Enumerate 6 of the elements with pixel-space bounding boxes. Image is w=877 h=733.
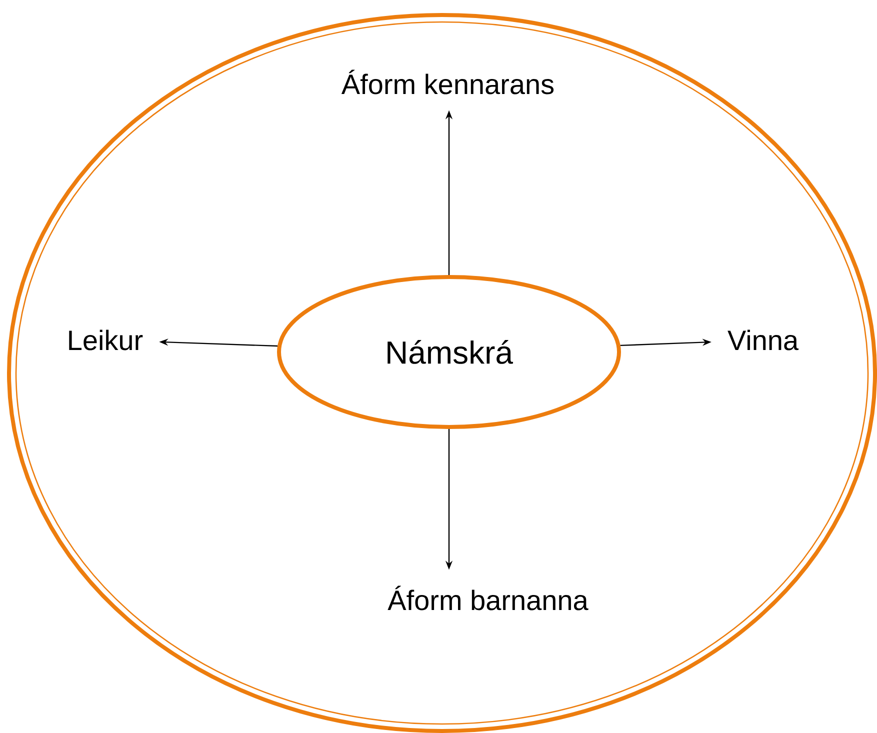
ellipse-node: Námskrá [277,275,621,429]
node-label: Áform kennarans [341,70,554,94]
node-label: Leikur [69,330,143,350]
outer-ellipse [7,13,877,733]
node-label: Vinna [728,330,799,350]
node-label: Áform barnanna [388,586,588,610]
